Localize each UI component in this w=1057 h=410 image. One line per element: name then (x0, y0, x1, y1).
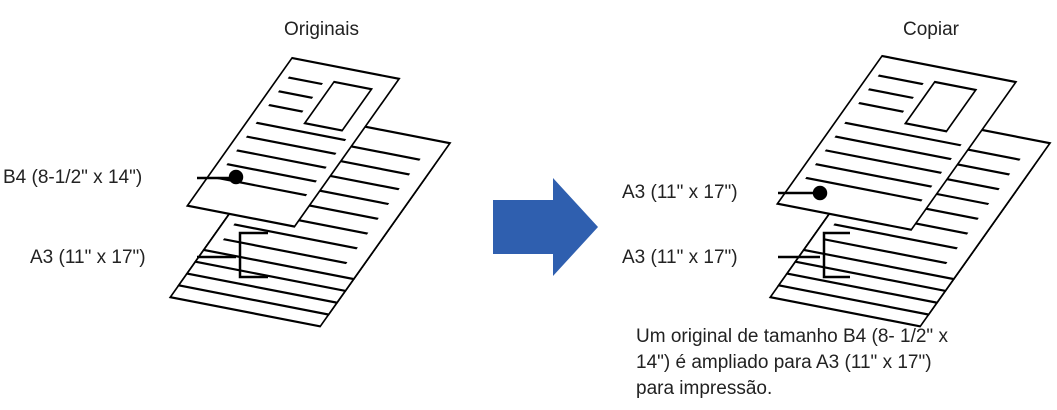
bracket (197, 231, 268, 279)
caption-line: Um original de tamanho B4 (8- 1/2" x (636, 326, 948, 347)
caption: Um original de tamanho B4 (8- 1/2" x 14"… (636, 324, 1046, 402)
callout-dot (812, 185, 828, 201)
right-arrow-icon (493, 178, 598, 276)
copy-title: Copiar (903, 19, 959, 40)
photo-box (303, 80, 374, 132)
originals-title: Originais (284, 19, 359, 40)
callout-dot (228, 169, 244, 185)
right-bottom-label: A3 (11" x 17") (622, 247, 738, 268)
right-enlarged-sheet (775, 54, 1018, 231)
right-callouts (778, 185, 850, 279)
caption-line: 14") é ampliado para A3 (11" x 17") (636, 352, 932, 373)
left-bottom-label: A3 (11" x 17") (30, 247, 146, 268)
left-top-label: B4 (8-1/2" x 14") (3, 167, 143, 188)
bracket (778, 231, 850, 279)
left-b4-sheet (185, 56, 401, 228)
left-callouts (197, 169, 268, 279)
right-top-label: A3 (11" x 17") (622, 182, 738, 203)
photo-box (903, 80, 978, 133)
caption-line: para impressão. (636, 378, 773, 399)
